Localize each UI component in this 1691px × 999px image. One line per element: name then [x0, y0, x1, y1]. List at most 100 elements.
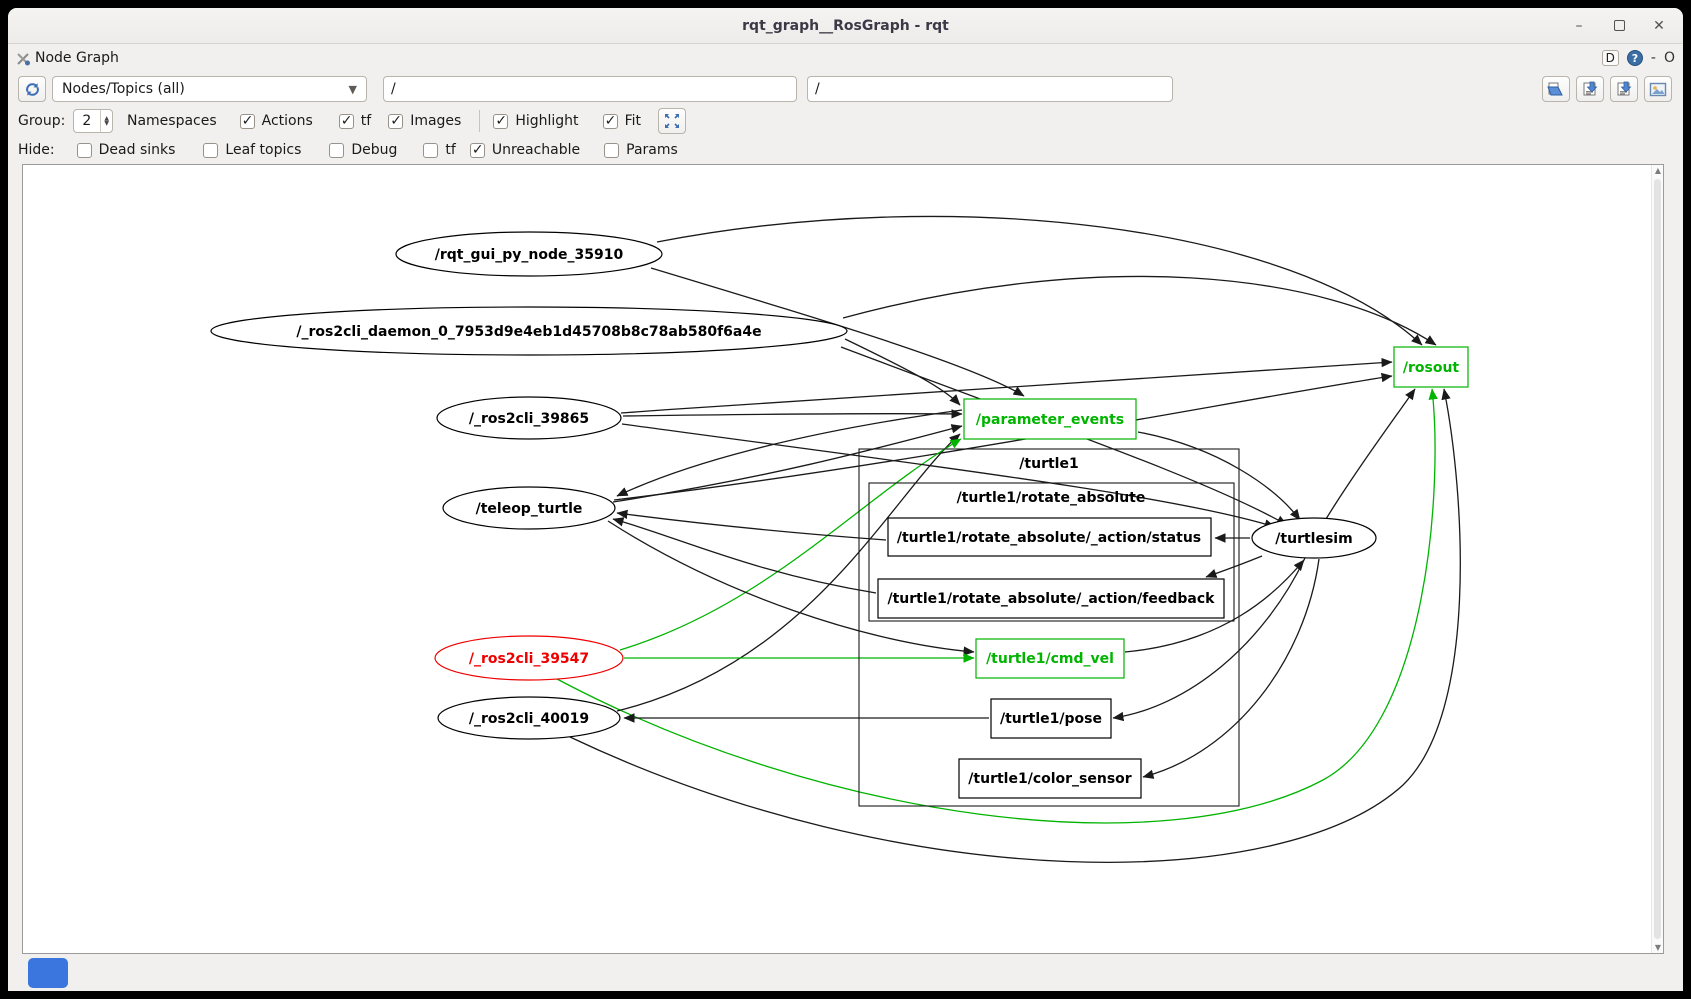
checkbox-indicator [239, 113, 255, 129]
maximize-button[interactable] [1611, 18, 1627, 34]
checkbox-tf[interactable]: tf [338, 113, 371, 129]
edge [607, 520, 975, 656]
node-ros2cli-daemon: /_ros2cli_daemon_0_7953d9e4eb1d45708b8c7… [210, 306, 848, 356]
graph-toolbar: Nodes/Topics (all) ▼ [8, 72, 1683, 106]
svg-text:/turtle1/rotate_absolute/_acti: /turtle1/rotate_absolute/_action/feedbac… [888, 591, 1216, 607]
chevron-down-icon: ▼ [348, 82, 357, 96]
taskbar-blue-box [28, 958, 68, 988]
edge [1124, 559, 1305, 653]
svg-text:/turtle1/rotate_absolute: /turtle1/rotate_absolute [957, 490, 1146, 506]
checkbox-fit[interactable]: Fit [602, 113, 641, 129]
checkbox-indicator [469, 142, 485, 158]
svg-text:/rqt_gui_py_node_35910: /rqt_gui_py_node_35910 [435, 247, 624, 263]
topic-parameter-events: /parameter_events [963, 398, 1137, 440]
checkbox-unreachable[interactable]: Unreachable [469, 142, 580, 158]
edge [616, 433, 961, 712]
filter-input-2[interactable] [807, 76, 1173, 102]
help-icon[interactable]: ? [1626, 50, 1643, 66]
svg-text:/turtlesim: /turtlesim [1275, 531, 1352, 547]
open-dot-file-icon [1547, 82, 1563, 96]
maximize-icon [1613, 20, 1625, 31]
checkbox-params[interactable]: Params [604, 142, 678, 158]
node-ros2cli-39865: /_ros2cli_39865 [436, 396, 622, 440]
edge [842, 275, 1437, 346]
edge [1325, 388, 1416, 520]
edge [612, 517, 877, 594]
checkbox-hide-tf[interactable]: tf [423, 142, 456, 158]
save-svg-icon [1617, 81, 1632, 96]
dock-settings-button[interactable]: D [1601, 50, 1619, 66]
node-turtlesim: /turtlesim [1251, 517, 1377, 559]
edge [612, 424, 963, 503]
svg-text:/turtle1/rotate_absolute/_acti: /turtle1/rotate_absolute/_action/status [897, 530, 1201, 546]
cluster-rotate-absolute: /turtle1/rotate_absolute [868, 482, 1235, 622]
scroll-up-arrow[interactable]: ▲ [1654, 166, 1662, 175]
load-dot-button[interactable] [1542, 76, 1570, 102]
fit-in-view-button[interactable] [657, 108, 686, 134]
rqt-window: rqt_graph__RosGraph - rqt – ✕ Node Graph… [8, 8, 1683, 991]
checkbox-indicator [493, 113, 509, 129]
checkbox-dead-sinks[interactable]: Dead sinks [76, 142, 175, 158]
refresh-button[interactable] [18, 76, 46, 102]
separator [479, 110, 481, 132]
svg-text:/_ros2cli_daemon_0_7953d9e4eb1: /_ros2cli_daemon_0_7953d9e4eb1d45708b8c7… [296, 324, 761, 340]
minimize-button[interactable]: – [1575, 17, 1583, 34]
node-ros2cli-40019: /_ros2cli_40019 [437, 696, 621, 740]
svg-text:/rosout: /rosout [1403, 360, 1460, 376]
save-svg-button[interactable] [1610, 76, 1638, 102]
checkbox-debug[interactable]: Debug [329, 142, 397, 158]
edge [616, 409, 963, 497]
hide-row: Hide: Dead sinks Leaf topics Debug tf Un… [8, 136, 1683, 164]
node-rqt-gui: /rqt_gui_py_node_35910 [395, 231, 663, 277]
edge [650, 267, 1025, 397]
edge [1205, 555, 1263, 578]
checkbox-indicator [602, 113, 618, 129]
vertical-scrollbar[interactable]: ▲ ▼ [1651, 165, 1663, 953]
checkbox-indicator [338, 113, 354, 129]
node-ros2cli-39547: /_ros2cli_39547 [434, 635, 624, 681]
topic-color-sensor: /turtle1/color_sensor [958, 758, 1142, 799]
refresh-icon [25, 82, 39, 96]
graph-type-value: Nodes/Topics (all) [62, 81, 185, 97]
topic-rosout: /rosout [1393, 346, 1469, 388]
save-image-button[interactable] [1644, 76, 1672, 102]
svg-text:/_ros2cli_39865: /_ros2cli_39865 [469, 411, 589, 427]
checkbox-images[interactable]: Images [388, 113, 461, 129]
spin-up-arrow[interactable]: ▲ [104, 115, 109, 122]
scrollbar-thumb[interactable] [1654, 179, 1661, 939]
dock-float-button[interactable]: - [1650, 50, 1656, 66]
edge [656, 215, 1423, 346]
edge [844, 338, 961, 406]
graph-type-combo[interactable]: Nodes/Topics (all) ▼ [52, 76, 367, 102]
node-teleop-turtle: /teleop_turtle [442, 486, 616, 530]
title-bar[interactable]: rqt_graph__RosGraph - rqt – ✕ [8, 8, 1683, 44]
save-dot-button[interactable] [1576, 76, 1604, 102]
svg-text:/turtle1/pose: /turtle1/pose [1000, 711, 1102, 727]
checkbox-highlight[interactable]: Highlight [493, 113, 579, 129]
edge [1137, 431, 1301, 521]
checkbox-actions[interactable]: Actions [239, 113, 313, 129]
close-button[interactable]: ✕ [1653, 17, 1665, 34]
window-title: rqt_graph__RosGraph - rqt [742, 17, 949, 34]
graph-canvas[interactable]: /turtle1 /turtle1/rotate_absolute /rqt_g… [22, 164, 1664, 954]
options-row: Group: 2 ▲ ▼ Namespaces Actions tf Image… [8, 106, 1683, 136]
dock-close-button[interactable]: O [1663, 50, 1675, 66]
svg-text:/_ros2cli_39547: /_ros2cli_39547 [469, 651, 589, 667]
group-spinbox[interactable]: 2 ▲ ▼ [73, 109, 113, 133]
svg-text:/teleop_turtle: /teleop_turtle [476, 501, 583, 517]
topic-pose: /turtle1/pose [990, 698, 1112, 739]
checkbox-leaf-topics[interactable]: Leaf topics [203, 142, 301, 158]
edge-green [619, 438, 962, 651]
filter-input-1[interactable] [383, 76, 797, 102]
group-value: 2 [82, 113, 92, 129]
spin-down-arrow[interactable]: ▼ [104, 120, 109, 127]
scroll-down-arrow[interactable]: ▼ [1654, 943, 1662, 952]
topic-rotate-absolute-feedback: /turtle1/rotate_absolute/_action/feedbac… [877, 578, 1225, 619]
edge [621, 423, 1276, 529]
topic-cmd-vel: /turtle1/cmd_vel [975, 638, 1125, 679]
fit-in-view-icon [664, 114, 679, 128]
group-label: Group: [18, 113, 66, 129]
cluster-turtle1: /turtle1 [858, 448, 1240, 807]
checkbox-indicator [423, 142, 439, 158]
svg-text:/turtle1/cmd_vel: /turtle1/cmd_vel [986, 651, 1114, 667]
